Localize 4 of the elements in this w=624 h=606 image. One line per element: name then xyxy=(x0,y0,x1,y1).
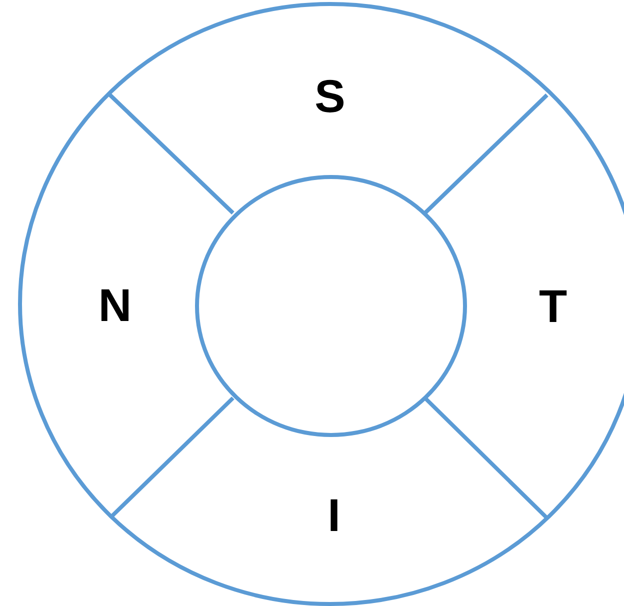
segment-label: I xyxy=(328,492,340,538)
segment-label: N xyxy=(98,282,132,328)
segment-label: S xyxy=(314,73,346,119)
segment-label: T xyxy=(538,283,568,329)
